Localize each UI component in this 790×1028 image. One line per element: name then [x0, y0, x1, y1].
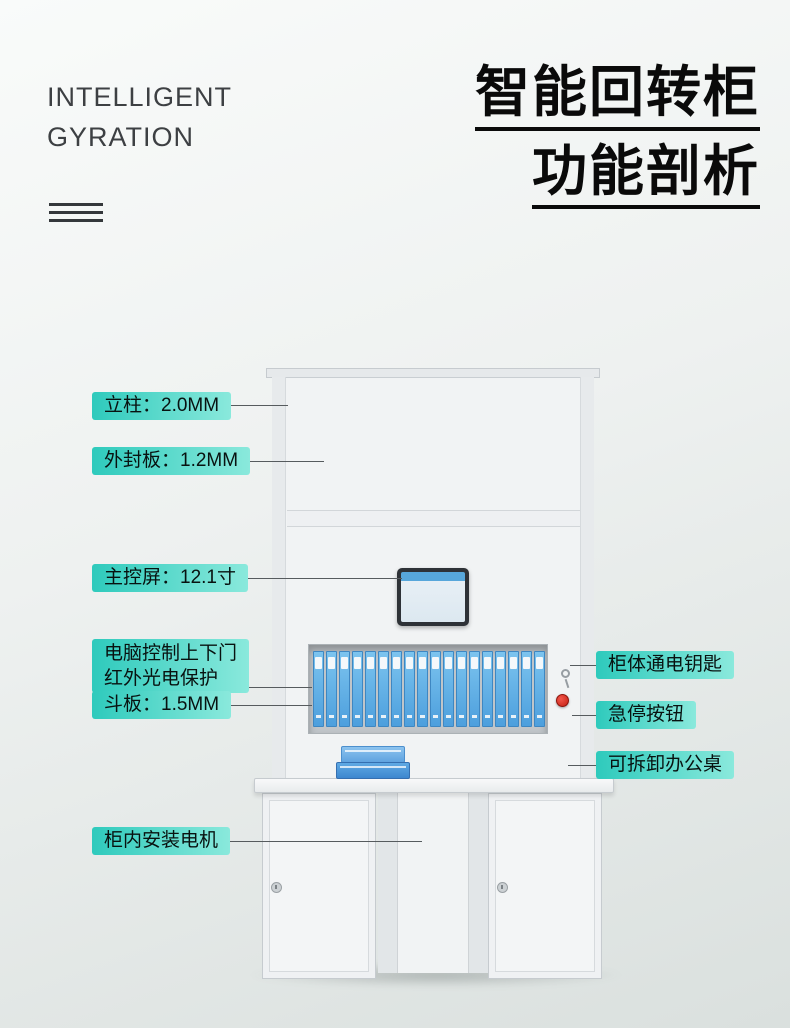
brand-line-2: GYRATION — [47, 122, 195, 152]
cabinet-opening — [308, 644, 548, 734]
pedestal-door — [269, 800, 369, 972]
binder — [352, 651, 363, 727]
decor-bar — [49, 211, 103, 214]
binder — [313, 651, 324, 727]
control-screen — [397, 568, 469, 626]
cabinet-left-column — [272, 377, 286, 790]
file-box-bottom — [336, 762, 410, 779]
callout-hopper-plate: 斗板：1.5MM — [92, 691, 232, 719]
binder — [326, 651, 337, 727]
binder — [365, 651, 376, 727]
binder — [339, 651, 350, 727]
cabinet-lower-panel — [397, 793, 469, 973]
page-title: 智能回转柜 功能剖析 — [474, 61, 760, 210]
binder — [391, 651, 402, 727]
leader-line-main-screen — [200, 578, 402, 579]
leader-line-hopper-plate — [180, 705, 312, 706]
binder — [495, 651, 506, 727]
binder — [521, 651, 532, 727]
binder — [456, 651, 467, 727]
leader-line-motor — [180, 841, 422, 842]
callout-estop: 急停按钮 — [596, 701, 697, 729]
binder — [404, 651, 415, 727]
binder — [482, 651, 493, 727]
binder — [378, 651, 389, 727]
callout-motor: 柜内安装电机 — [92, 827, 231, 855]
page-title-line-1: 智能回转柜 — [474, 61, 760, 131]
callout-column: 立柱：2.0MM — [92, 392, 232, 420]
binder — [430, 651, 441, 727]
keyhole-icon — [497, 882, 508, 893]
cabinet-outer-panel-seam — [287, 510, 580, 527]
pedestal-door — [495, 800, 595, 972]
binder — [508, 651, 519, 727]
decor-bar — [49, 203, 103, 206]
callout-desk: 可拆卸办公桌 — [596, 751, 735, 779]
desk-pedestal-left — [262, 793, 376, 979]
control-screen-display — [401, 572, 465, 622]
binder-row — [309, 645, 547, 727]
leader-line-column — [200, 405, 288, 406]
callout-door-control: 电脑控制上下门 红外光电保护 — [92, 639, 250, 693]
binder — [534, 651, 545, 727]
desk-surface — [254, 778, 614, 793]
emergency-stop-button — [556, 694, 569, 707]
callout-door-control-line-1: 电脑控制上下门 — [104, 643, 238, 664]
binder — [417, 651, 428, 727]
callout-main-screen: 主控屏：12.1寸 — [92, 564, 248, 592]
desk-pedestal-right — [488, 793, 602, 979]
page-title-line-2: 功能剖析 — [531, 140, 760, 210]
binder — [443, 651, 454, 727]
file-box-top — [341, 746, 405, 763]
leader-line-outer-panel — [200, 461, 324, 462]
callout-outer-panel: 外封板：1.2MM — [92, 447, 251, 475]
keyhole-icon — [271, 882, 282, 893]
binder — [469, 651, 480, 727]
decor-bar — [49, 219, 103, 222]
brand-line-1: INTELLIGENT — [47, 82, 233, 112]
callout-door-control-line-2: 红外光电保护 — [104, 668, 219, 689]
callout-power-key: 柜体通电钥匙 — [596, 651, 735, 679]
power-key-icon — [561, 669, 570, 678]
cabinet-right-column — [580, 377, 594, 790]
